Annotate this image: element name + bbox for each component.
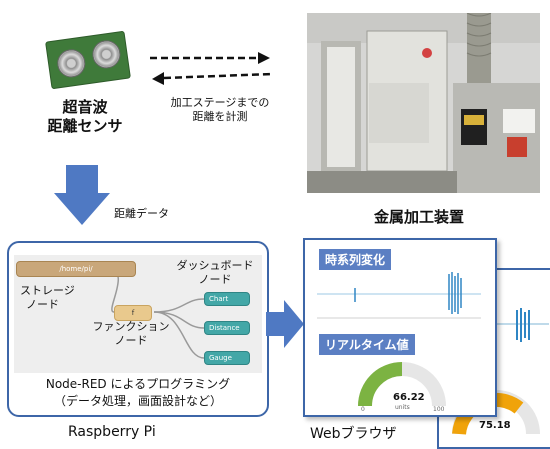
- function-node-text: f: [131, 309, 135, 317]
- storage-node-text: /home/pi/: [59, 265, 93, 273]
- dashboard-label-line1: ダッシュボード: [176, 259, 254, 272]
- timeseries-title: 時系列変化: [319, 249, 392, 270]
- distance-node: Distance: [204, 321, 250, 335]
- storage-label-line1: ストレージ: [20, 284, 75, 297]
- function-node-label: ファンクション ノード: [86, 320, 176, 348]
- gauge-value: 66.22: [393, 392, 425, 403]
- raspberry-pi-label: Raspberry Pi: [68, 424, 156, 440]
- gauge-max: 100: [433, 406, 445, 413]
- chart-node-label: Chart: [209, 295, 229, 303]
- web-browser-label: Webブラウザ: [310, 426, 397, 442]
- measure-label-line2: 距離を計測: [192, 110, 248, 123]
- measurement-arrows: [150, 52, 273, 85]
- sensor-transducer-right: [90, 38, 123, 71]
- node-red-caption-line2: （データ処理，画面設計など）: [53, 394, 222, 408]
- storage-node-label: ストレージ ノード: [20, 284, 75, 312]
- gauge-fill: [358, 362, 403, 407]
- node-red-caption: Node-RED によるプログラミング （データ処理，画面設計など）: [14, 376, 262, 410]
- measure-label-line1: 加工ステージまでの: [170, 96, 270, 109]
- ultrasonic-sensor-image: [45, 30, 131, 90]
- function-label-line1: ファンクション: [92, 320, 170, 333]
- measure-label: 加工ステージまでの 距離を計測: [150, 96, 290, 124]
- metal-processing-machine-photo: [307, 13, 540, 193]
- storage-node: /home/pi/: [16, 261, 136, 277]
- gauge-min: 0: [361, 406, 365, 413]
- node-red-caption-line1: Node-RED によるプログラミング: [45, 377, 231, 391]
- distance-data-label: 距離データ: [114, 207, 169, 220]
- function-node: f: [114, 305, 152, 321]
- sensor-label-line1: 超音波: [62, 98, 108, 116]
- node-red-flow: /home/pi/ f Chart Distance Gauge: [14, 255, 262, 373]
- realtime-gauge: [358, 362, 446, 407]
- dashboard-node-label: ダッシュボード ノード: [170, 259, 260, 287]
- back-gauge-value: 75.18: [479, 420, 511, 431]
- down-arrow: [54, 165, 110, 225]
- function-label-line2: ノード: [114, 334, 148, 347]
- dashboard-label-line2: ノード: [198, 273, 232, 286]
- timeseries-chart: [317, 272, 481, 319]
- realtime-title: リアルタイム値: [319, 334, 415, 355]
- chart-node: Chart: [204, 292, 250, 306]
- gauge-node: Gauge: [204, 351, 250, 365]
- storage-label-line2: ノード: [26, 298, 59, 311]
- machine-label: 金属加工装置: [374, 208, 465, 226]
- gauge-units: units: [395, 404, 410, 411]
- browser-window-front: 時系列変化 リアルタイム値 66.22 0 units 100: [303, 238, 497, 417]
- sensor-label: 超音波 距離センサ: [30, 98, 140, 136]
- sensor-label-line2: 距離センサ: [47, 117, 123, 135]
- right-arrow: [266, 300, 304, 348]
- back-timeseries-spikes: [489, 308, 549, 342]
- timeseries-spike-cluster: [448, 272, 462, 314]
- sensor-transducer-left: [55, 47, 88, 80]
- distance-node-label: Distance: [209, 324, 240, 332]
- gauge-node-label: Gauge: [209, 354, 232, 362]
